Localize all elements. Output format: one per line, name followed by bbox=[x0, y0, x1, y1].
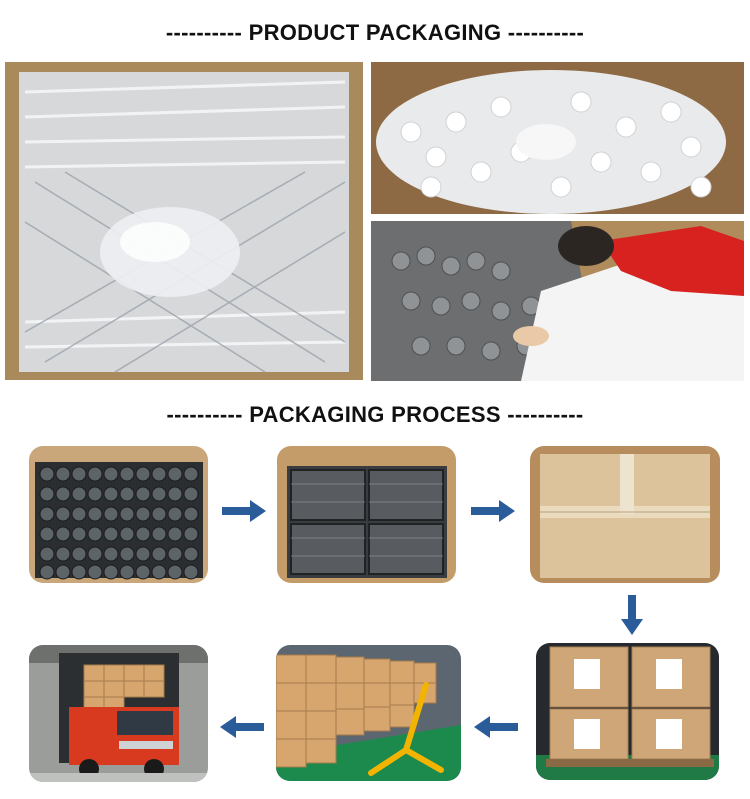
worker-packing-bottles-photo bbox=[371, 221, 744, 381]
delivery-truck-photo bbox=[29, 645, 208, 782]
sealed-carton-photo bbox=[530, 446, 720, 583]
white-caps-in-plastic-bag-photo bbox=[371, 62, 744, 214]
arrow-right-icon bbox=[222, 500, 266, 522]
black-cap-bottles-in-box-photo bbox=[29, 446, 208, 583]
cartons-in-warehouse-photo bbox=[276, 645, 461, 781]
cartons-on-pallet-photo bbox=[536, 643, 719, 780]
product-packaging-heading: ---------- PRODUCT PACKAGING ---------- bbox=[165, 20, 585, 45]
arrow-down-icon bbox=[621, 595, 643, 635]
clear-tubes-in-plastic-bag-photo bbox=[5, 62, 363, 380]
packaging-process-heading: ---------- PACKAGING PROCESS ---------- bbox=[166, 402, 584, 427]
arrow-left-icon bbox=[220, 716, 264, 738]
arrow-right-icon bbox=[471, 500, 515, 522]
bottles-in-tray-box-photo bbox=[277, 446, 456, 583]
arrow-left-icon bbox=[474, 716, 518, 738]
